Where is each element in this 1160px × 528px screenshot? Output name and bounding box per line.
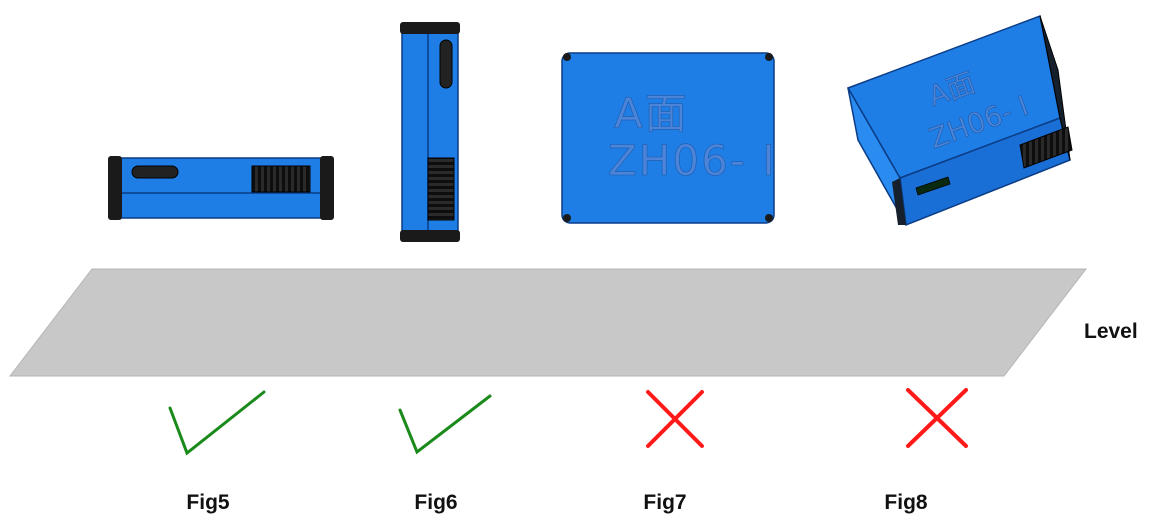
module-fig5-flat (108, 156, 334, 220)
module-fig6-vertical (400, 22, 460, 242)
check-icon (398, 394, 492, 455)
fig-label-8: Fig8 (884, 491, 928, 514)
fig-label-6: Fig6 (414, 491, 458, 514)
fig-label-5: Fig5 (186, 491, 230, 514)
cross-icon (906, 388, 968, 448)
module-fig7-front: A面 ZH06- I (561, 52, 777, 224)
module-fig8-tilted: A面 ZH06- I (846, 14, 1073, 227)
check-icon (168, 390, 266, 456)
cross-icon (646, 390, 704, 448)
fig-label-7: Fig7 (643, 491, 687, 514)
module-face-text: A面 (614, 89, 689, 138)
module-model-text: ZH06- I (608, 136, 777, 185)
level-plane (8, 268, 1088, 377)
level-label: Level (1084, 320, 1138, 343)
